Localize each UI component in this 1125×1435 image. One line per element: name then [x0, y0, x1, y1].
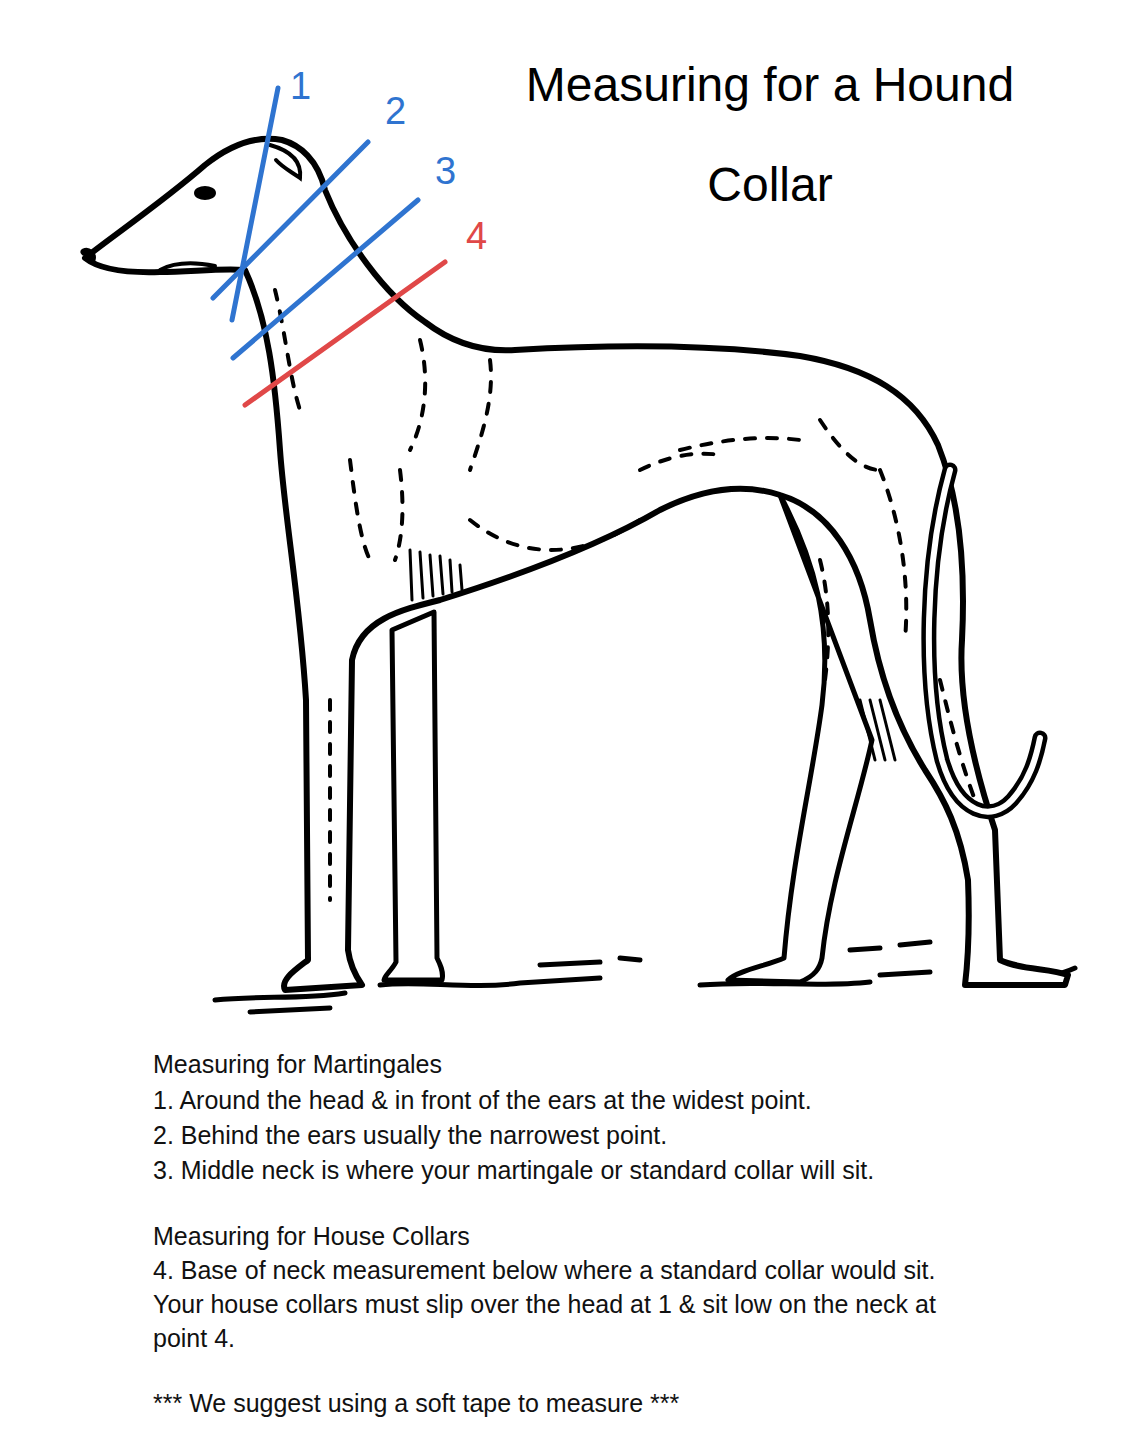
instruction: 4. Base of neck measurement below where … [153, 1253, 953, 1355]
muscle-dashes [275, 290, 975, 900]
dash [940, 680, 975, 800]
dash [328, 700, 332, 900]
tail [929, 470, 1040, 812]
section-heading: Measuring for House Collars [153, 1219, 470, 1253]
instruction: 1. Around the head & in front of the ear… [153, 1083, 812, 1117]
measure-line-blue [232, 88, 278, 320]
dog-body-outline [85, 139, 1068, 990]
dash [820, 420, 880, 470]
ground-line [540, 958, 640, 965]
dash [680, 438, 800, 450]
instruction: 3. Middle neck is where your martingale … [153, 1153, 874, 1187]
instruction: 2. Behind the ears usually the narrowest… [153, 1118, 667, 1152]
page-title: Measuring for a Hound Collar [490, 35, 1050, 235]
dash [350, 460, 370, 560]
measurement-lines [213, 88, 445, 405]
ear [270, 145, 300, 178]
ground-line [215, 993, 345, 1000]
tail-outline [929, 470, 1040, 812]
dash [275, 290, 300, 410]
callout-number: 4 [466, 216, 487, 256]
ground-line [880, 972, 930, 975]
thigh-hatching [860, 700, 895, 760]
dash [820, 560, 828, 680]
dash [880, 470, 906, 640]
ground-line [850, 942, 930, 950]
note: *** We suggest using a soft tape to meas… [153, 1386, 679, 1420]
far-front-leg [384, 612, 443, 980]
dash [470, 360, 491, 470]
tail-fill [929, 470, 1040, 812]
dash [640, 454, 720, 470]
measure-line-red [245, 262, 445, 405]
mouth [160, 263, 215, 270]
dash [470, 520, 640, 550]
callout-number: 1 [290, 66, 311, 106]
measure-line-blue [233, 200, 418, 358]
dash [395, 470, 402, 560]
far-rear-leg [728, 495, 872, 982]
section-heading: Measuring for Martingales [153, 1047, 442, 1081]
nose [84, 251, 92, 260]
callout-number: 2 [385, 91, 406, 131]
eye [196, 188, 214, 198]
dog-details [84, 145, 975, 900]
chest-hatching [410, 550, 462, 600]
ground-line [250, 1008, 330, 1012]
measure-line-blue [213, 142, 368, 298]
callout-number: 3 [435, 151, 456, 191]
dash [410, 340, 425, 450]
